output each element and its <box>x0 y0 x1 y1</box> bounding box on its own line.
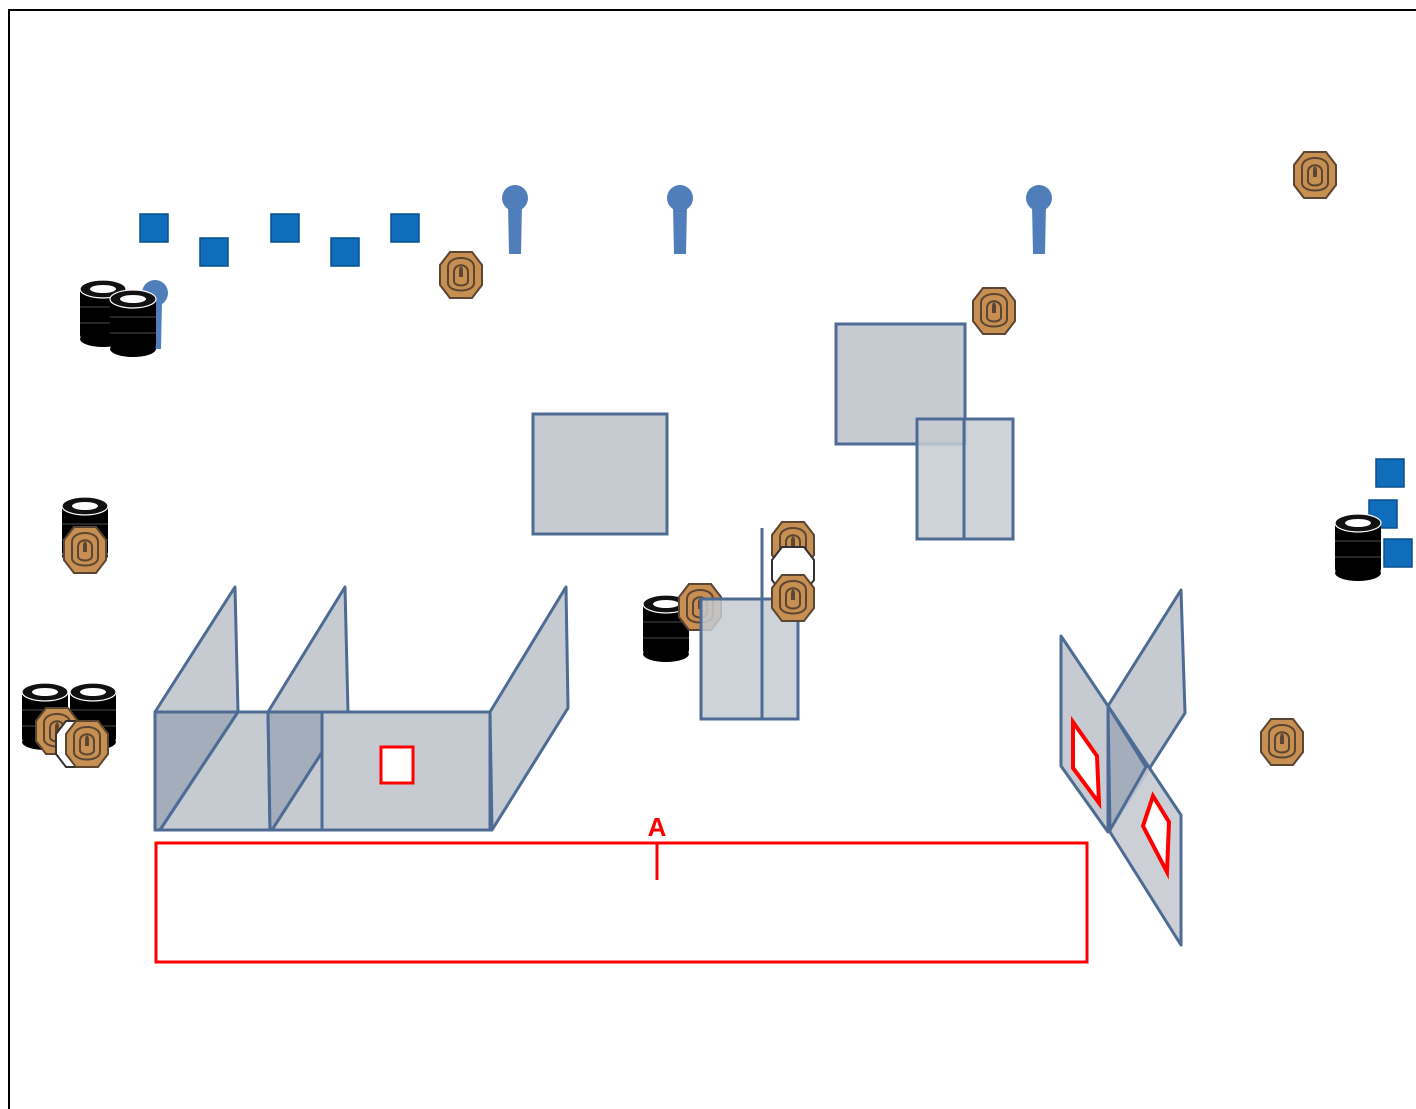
popper-icon <box>502 185 528 254</box>
port-window-icon <box>1071 715 1102 810</box>
wall-structure-left <box>153 585 570 832</box>
popper-icon <box>1026 185 1052 254</box>
shooting-area-box <box>154 841 1089 964</box>
paper-target-icon <box>771 574 815 622</box>
steel-plate-row <box>139 213 420 267</box>
paper-target-icon <box>439 251 483 299</box>
port-window-icon <box>1140 791 1172 880</box>
paper-target-icon <box>65 720 109 768</box>
popper-icon <box>667 185 693 254</box>
wall-panel-icon <box>531 412 669 536</box>
barrel-icon <box>109 289 157 358</box>
barrel-icon <box>1334 513 1382 582</box>
paper-target-icon <box>1293 151 1337 199</box>
diagram-frame <box>8 9 1416 1109</box>
steel-plate-icon <box>270 213 300 243</box>
steel-plate-icon <box>330 237 360 267</box>
paper-target-icon <box>63 526 107 574</box>
steel-plate-icon <box>199 237 229 267</box>
port-window-icon <box>379 745 415 785</box>
steel-plate-icon <box>1383 538 1413 568</box>
steel-plate-icon <box>1375 458 1405 488</box>
steel-plate-icon <box>390 213 420 243</box>
start-position-label: A <box>648 812 667 842</box>
paper-target-icon <box>1260 718 1304 766</box>
steel-plate-icon <box>139 213 169 243</box>
paper-target-icon <box>972 287 1016 335</box>
